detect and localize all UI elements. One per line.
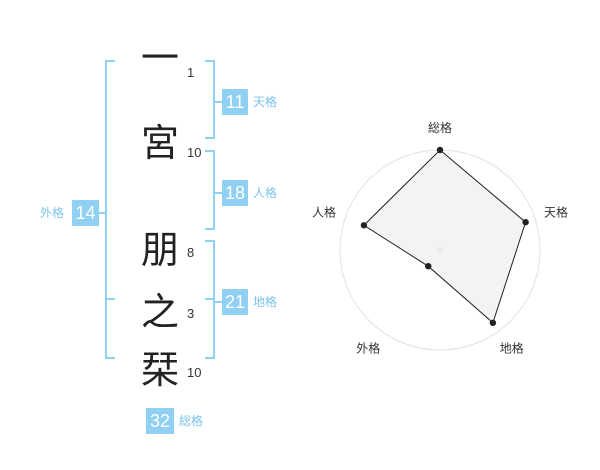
gaikaku-bracket-bottom (105, 357, 115, 359)
radar-point-0 (436, 146, 444, 154)
chikaku-bracket-bottom (205, 357, 215, 359)
radar-point-4 (360, 222, 368, 229)
name-char-2: 宮 (140, 121, 179, 165)
name-char-5: 栞 (140, 348, 179, 392)
radar-axis-label-1: 天格 (544, 204, 568, 219)
gaikaku-bracket-top (105, 60, 115, 62)
soukaku-score: 32 (146, 408, 174, 434)
chikaku-connector (215, 301, 222, 303)
tenkaku-connector (215, 101, 222, 103)
radar-point-2 (489, 319, 497, 327)
chikaku-bracket-mid (205, 298, 215, 300)
chikaku-bracket-top (205, 240, 215, 242)
stroke-count-1: 1 (187, 65, 195, 80)
jinkaku-score: 18 (222, 180, 248, 206)
jinkaku-connector (215, 192, 222, 194)
tenkaku-score: 11 (222, 89, 248, 115)
tenkaku-bracket (213, 60, 215, 139)
name-char-3: 朋 (140, 228, 179, 272)
chikaku-label: 地格 (253, 295, 278, 309)
jinkaku-bracket-top (205, 150, 215, 152)
radar-point-1 (522, 218, 529, 226)
radar-axis-label-2: 地格 (500, 341, 524, 356)
radar-area (363, 149, 527, 324)
stroke-count-5: 10 (187, 365, 202, 380)
tenkaku-bracket-top (205, 60, 215, 62)
stroke-count-4: 3 (187, 306, 195, 321)
stroke-count-3: 8 (187, 245, 195, 260)
name-char-1: 一 (140, 36, 179, 80)
stroke-count-2: 10 (187, 145, 202, 160)
radar-axis-label-0: 総格 (428, 120, 452, 135)
gaikaku-connector (99, 212, 105, 214)
radar-axis-label-4: 人格 (312, 204, 336, 219)
chikaku-score: 21 (222, 289, 248, 315)
soukaku-label: 総格 (179, 414, 204, 428)
jinkaku-bracket (213, 150, 215, 230)
radar-axis-label-3: 外格 (356, 341, 380, 356)
tenkaku-label: 天格 (253, 95, 278, 109)
radar-points (360, 146, 529, 327)
gaikaku-score: 14 (72, 200, 99, 226)
gaikaku-bracket-mid (105, 298, 115, 300)
gaikaku-bracket (105, 60, 107, 359)
jinkaku-bracket-bottom (205, 228, 215, 230)
tenkaku-bracket-bottom (205, 137, 215, 139)
name-char-4: 之 (140, 290, 179, 334)
jinkaku-label: 人格 (253, 186, 278, 200)
gaikaku-label: 外格 (40, 206, 65, 220)
radar-point-3 (425, 262, 432, 270)
